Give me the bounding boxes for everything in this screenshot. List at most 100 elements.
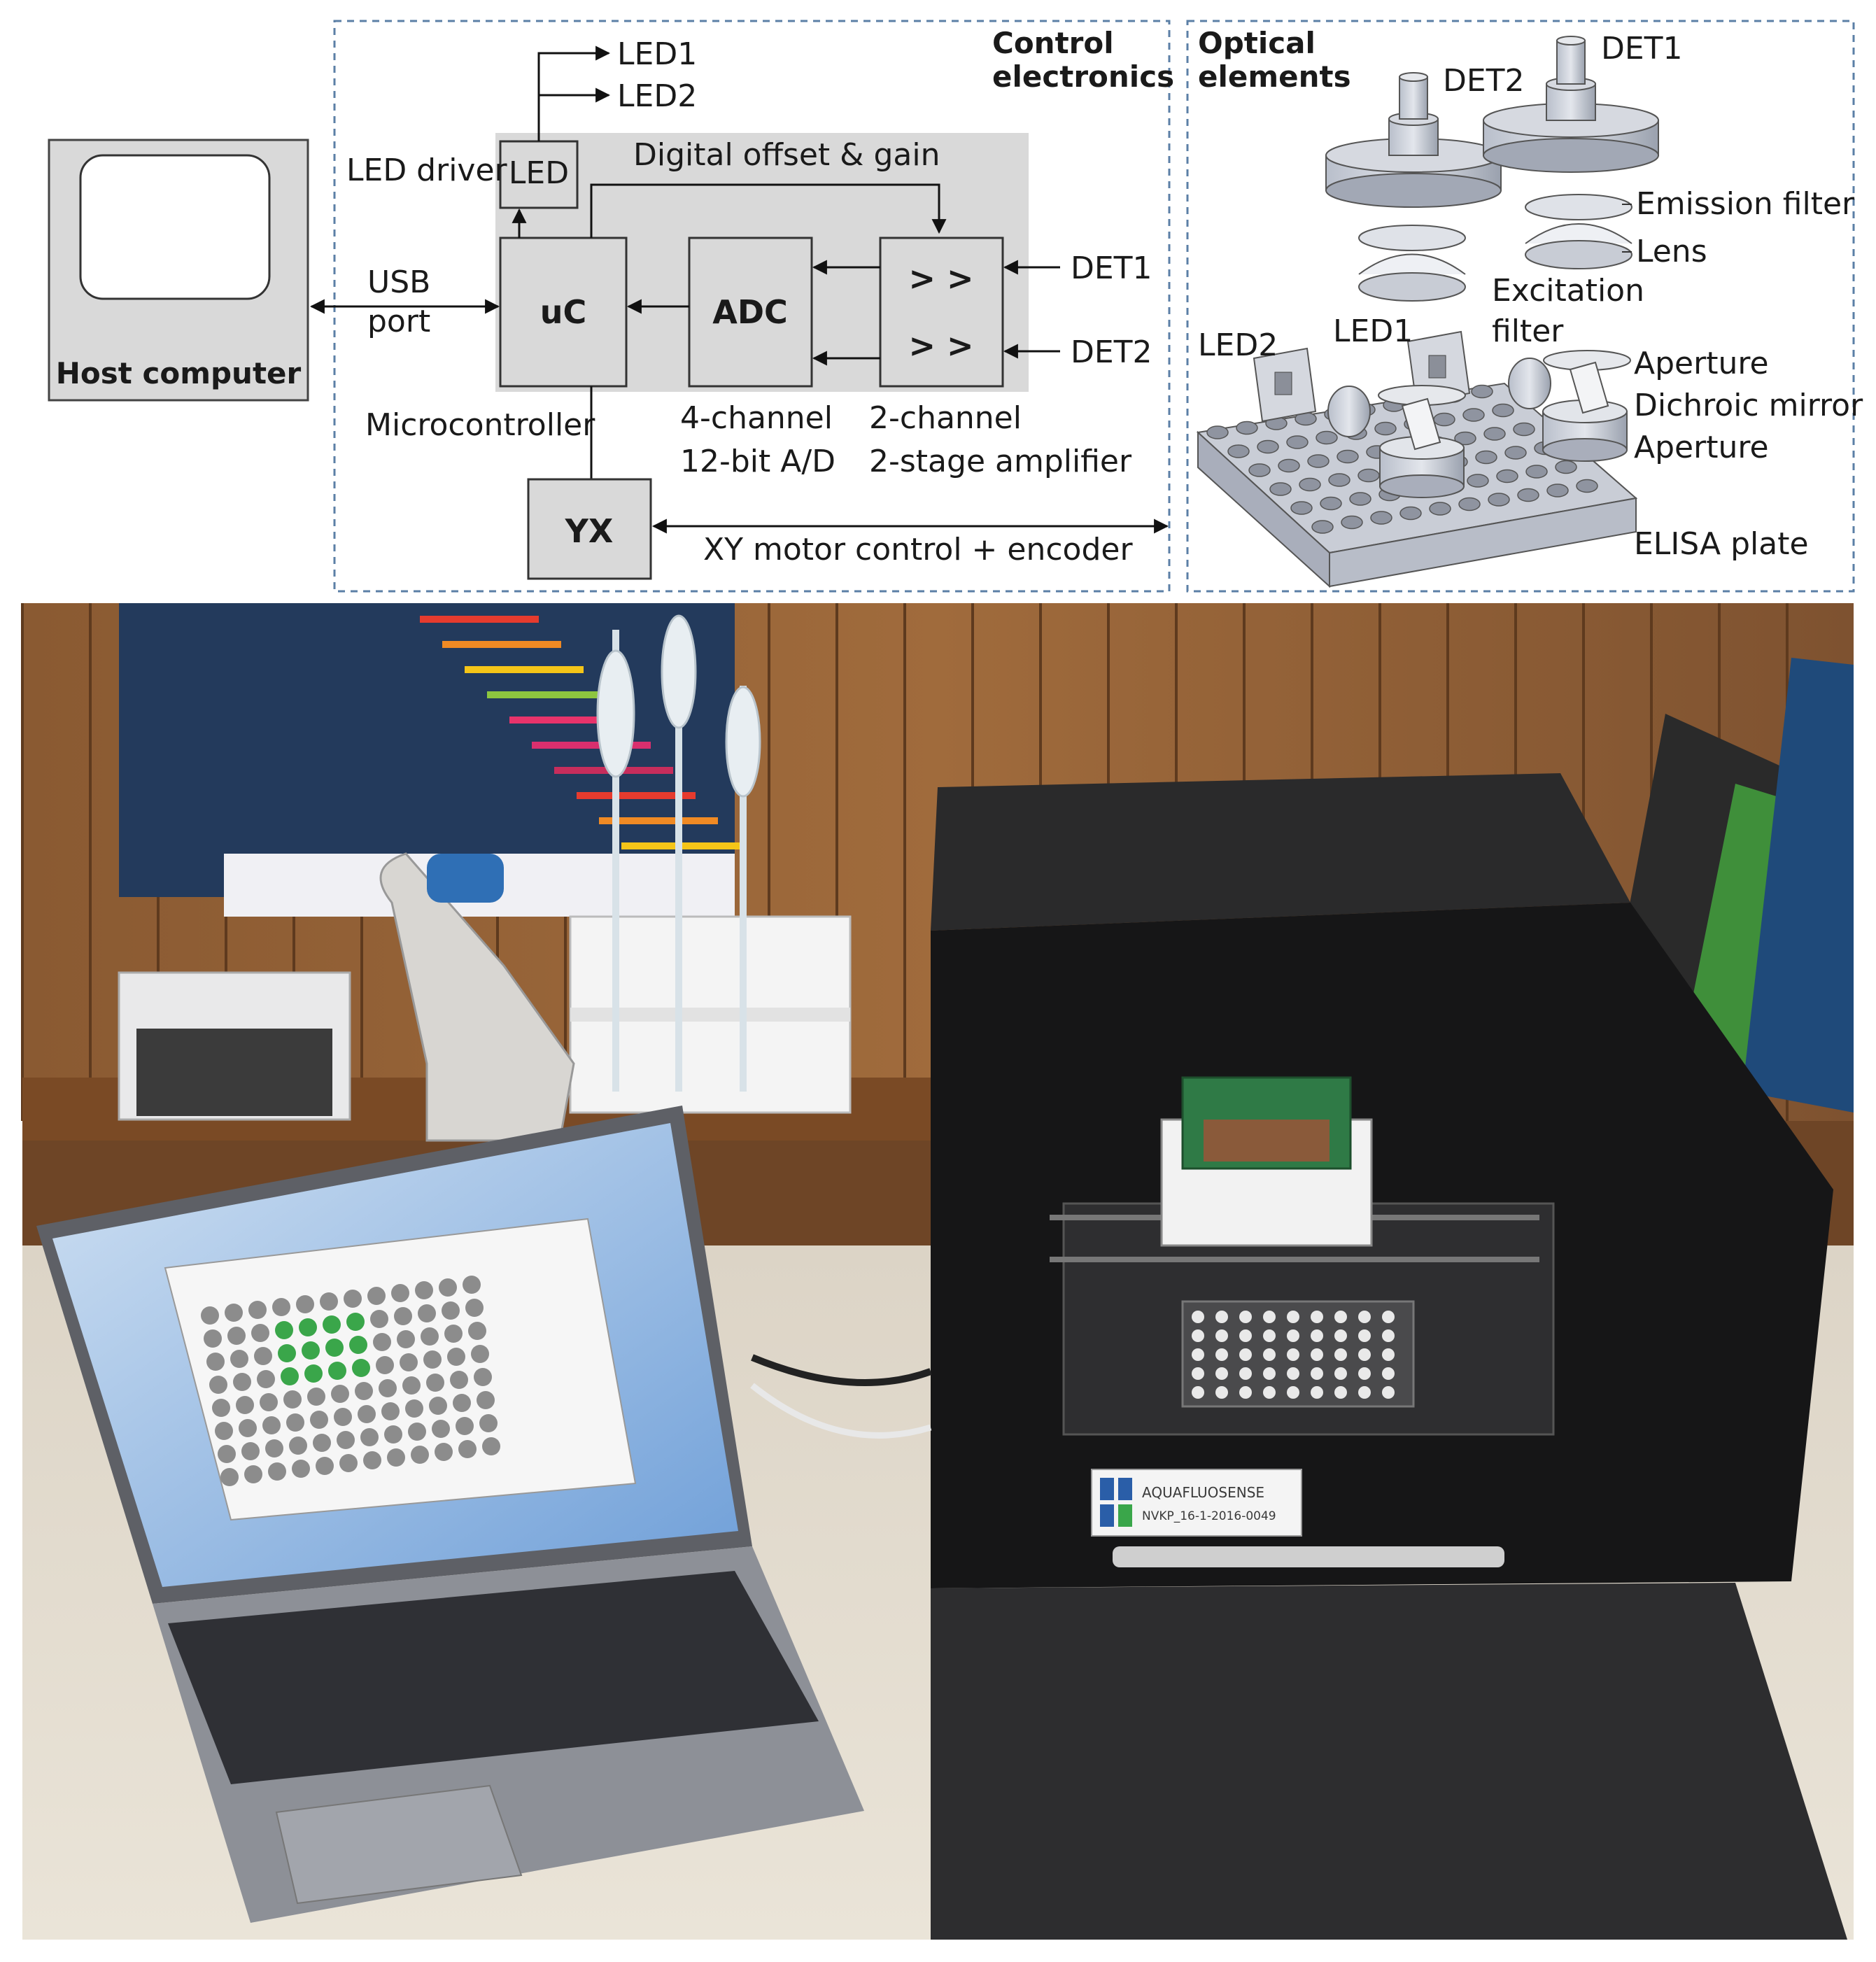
device-plate-well [1311, 1311, 1323, 1323]
device-plate-well [1239, 1367, 1252, 1380]
screen-plate-well [299, 1318, 317, 1336]
screen-plate-well [260, 1393, 278, 1411]
screen-plate-well [272, 1298, 290, 1316]
device-plate-well [1382, 1386, 1395, 1399]
poster-spectrum-bar [442, 641, 561, 648]
host-computer-label: Host computer [56, 356, 302, 390]
screen-plate-well [376, 1356, 394, 1374]
usb-label-line2: port [367, 304, 430, 339]
yx-block [527, 478, 652, 580]
optical-title-line2: elements [1198, 59, 1351, 94]
screen-plate-well [337, 1431, 355, 1449]
screen-plate-well [310, 1411, 328, 1429]
elisa-plate-label: ELISA plate [1634, 526, 1809, 562]
screen-plate-well [320, 1292, 338, 1311]
screen-plate-well [286, 1413, 304, 1432]
fluorescent-dyes-poster [119, 603, 740, 917]
adc-description-line2: 12-bit A/D [680, 444, 835, 479]
screen-plate-well [262, 1416, 281, 1434]
screen-plate-well [323, 1315, 341, 1334]
screen-plate-well [391, 1284, 409, 1302]
adc-block [688, 237, 813, 388]
plate-well [1290, 501, 1313, 515]
screen-plate-well [349, 1336, 367, 1354]
screen-plate-well [370, 1310, 388, 1328]
plate-well [1433, 412, 1455, 427]
yx-block-label: YX [565, 512, 614, 550]
device-plate-well [1358, 1311, 1371, 1323]
device-plate-well [1358, 1367, 1371, 1380]
screen-plate-wells [201, 1276, 500, 1486]
screen-plate-well [432, 1420, 450, 1438]
screen-plate-well [325, 1339, 344, 1357]
plate-well [1370, 511, 1392, 525]
screen-plate-well [458, 1440, 477, 1458]
screen-plate-well [411, 1446, 429, 1464]
screen-plate-well [209, 1376, 227, 1394]
poster-spectrum-bar [599, 817, 718, 824]
uc-block-label: uC [540, 293, 587, 331]
plate-well [1257, 439, 1279, 454]
device-plate-well [1334, 1329, 1347, 1342]
amplifier-description-line1: 2-channel [869, 400, 1022, 436]
device-plate-well [1239, 1311, 1252, 1323]
device-plate-well [1382, 1348, 1395, 1361]
det1-label: DET1 [1601, 31, 1683, 66]
laptop-keyboard [168, 1571, 819, 1784]
device-plate-well [1263, 1329, 1276, 1342]
screen-plate-well [239, 1419, 257, 1437]
device-plate-well [1239, 1386, 1252, 1399]
white-cable [750, 1383, 932, 1439]
screen-plate-well [206, 1353, 225, 1371]
usb-label-line1: USB [367, 264, 430, 300]
plate-well [1429, 502, 1451, 516]
plate-well [1462, 408, 1485, 422]
device-plate-well [1334, 1367, 1347, 1380]
screen-plate-well [265, 1439, 283, 1458]
plate-well [1227, 444, 1250, 458]
device-plate-well [1382, 1311, 1395, 1323]
device-plate-well [1287, 1348, 1299, 1361]
device-plate-well [1192, 1367, 1204, 1380]
led2-mount [1253, 347, 1317, 423]
optical-elements-panel [1186, 20, 1855, 593]
screen-plate-well [233, 1373, 251, 1391]
plate-well [1483, 427, 1506, 441]
led1-output-label: LED1 [617, 36, 697, 72]
device-plate-well [1215, 1348, 1228, 1361]
screen-plate-well [248, 1301, 267, 1319]
aperture-bottom-label: Aperture [1634, 430, 1769, 465]
device-lid-top [931, 773, 1630, 931]
plate-well [1278, 458, 1300, 473]
screen-plate-well [358, 1405, 376, 1423]
plate-well [1576, 479, 1598, 493]
device-plate-well [1358, 1386, 1371, 1399]
screen-plate-well [479, 1414, 498, 1432]
microcontroller-label: Microcontroller [365, 407, 595, 443]
usb-cable [751, 1354, 932, 1386]
screen-plate-well [334, 1408, 352, 1426]
led2-label: LED2 [1198, 327, 1278, 363]
screen-plate-well [292, 1460, 310, 1478]
det1-detector [1483, 36, 1659, 173]
plate-well [1206, 425, 1229, 439]
screen-plate-well [402, 1376, 421, 1395]
screen-plate-well [296, 1295, 314, 1313]
screen-plate-well [426, 1374, 444, 1392]
screen-plate-well [339, 1454, 358, 1472]
dichroic-mirror-label: Dichroic mirror [1634, 388, 1863, 423]
led-block-label: LED [509, 155, 569, 191]
device-plate-well [1311, 1348, 1323, 1361]
plate-well [1513, 422, 1535, 437]
tube-rack [569, 614, 852, 1114]
screen-plate-well [344, 1290, 362, 1308]
host-computer: Host computer [48, 139, 309, 402]
screen-plate-well [453, 1394, 471, 1412]
screen-plate-well [367, 1287, 386, 1305]
screen-plate-well [212, 1399, 230, 1417]
control-title-line1: Control [992, 26, 1114, 60]
lens-label: Lens [1636, 234, 1707, 269]
poster-spectrum-bar [577, 792, 696, 799]
screen-plate-well [244, 1465, 262, 1483]
plate-well [1248, 463, 1271, 477]
